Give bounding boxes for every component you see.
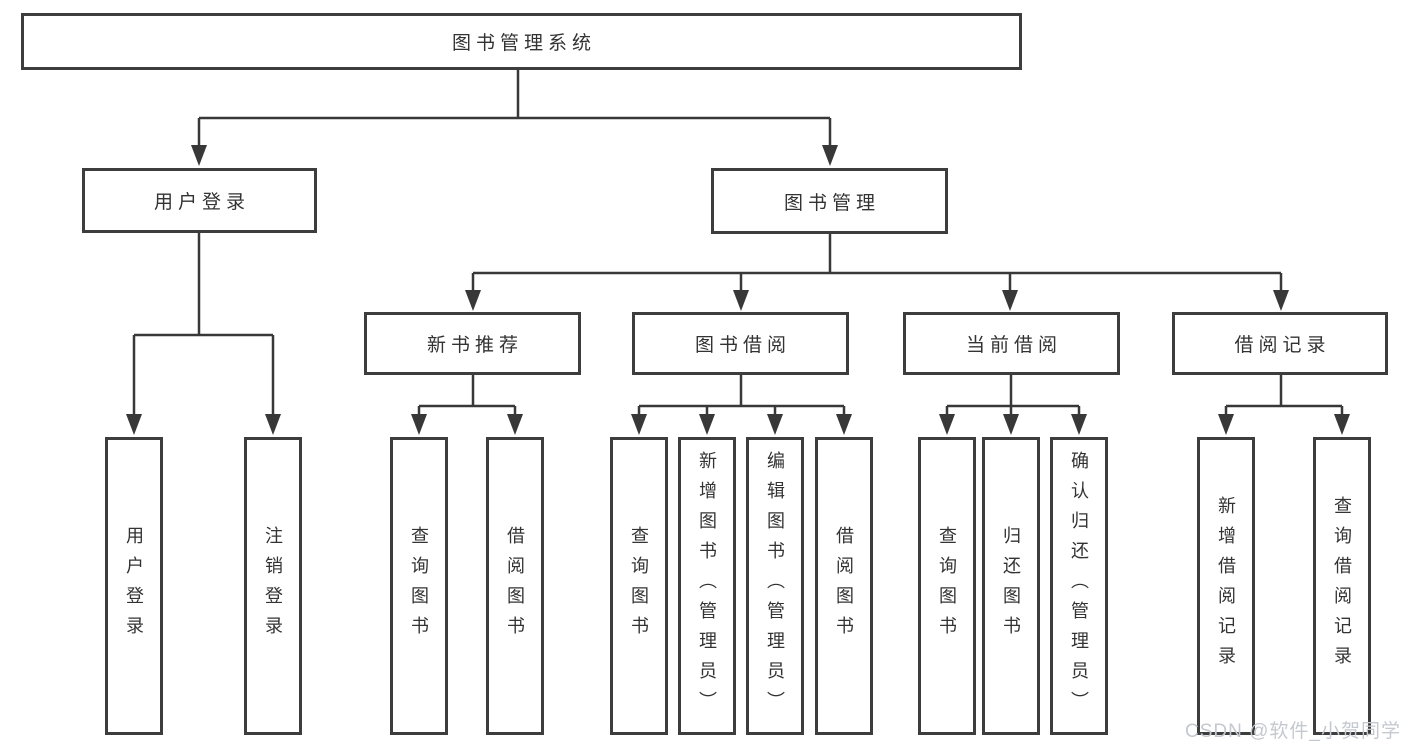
csdn-watermark: CSDN @软件_小贺同学 (1185, 721, 1401, 742)
leaf-query-book-borrow: 查询图书 (610, 437, 668, 735)
node-label: 确认归还（管理员） (1069, 451, 1089, 721)
arrow-down-icon (822, 145, 838, 166)
node-label: 查询图书 (629, 526, 649, 646)
node-label: 新书推荐 (426, 335, 523, 356)
leaf-borrow-book-recommend: 借阅图书 (486, 437, 544, 735)
arrow-down-icon (631, 414, 647, 435)
node-label: 归还图书 (1001, 526, 1021, 646)
leaf-query-book-recommend: 查询图书 (390, 437, 448, 735)
arrow-down-icon (126, 414, 142, 435)
node-library-system: 图书管理系统 (21, 13, 1022, 70)
node-label: 用户登录 (153, 192, 250, 213)
arrow-down-icon (265, 414, 281, 435)
arrow-down-icon (1218, 414, 1234, 435)
node-label: 注销登录 (263, 526, 283, 646)
arrow-down-icon (1334, 414, 1350, 435)
arrow-down-icon (191, 145, 207, 166)
leaf-return-book: 归还图书 (982, 437, 1040, 735)
node-label: 借阅记录 (1234, 335, 1331, 356)
node-borrow-record: 借阅记录 (1172, 312, 1388, 375)
node-label: 借阅图书 (834, 526, 854, 646)
leaf-query-book-current: 查询图书 (918, 437, 976, 735)
node-label: 当前借阅 (965, 335, 1062, 356)
arrow-down-icon (767, 414, 783, 435)
node-label: 借阅图书 (505, 526, 525, 646)
node-label: 查询借阅记录 (1332, 496, 1352, 676)
leaf-logout: 注销登录 (244, 437, 302, 735)
leaf-query-borrow-record: 查询借阅记录 (1313, 437, 1371, 735)
arrow-down-icon (507, 414, 523, 435)
node-label: 新增图书（管理员） (697, 451, 717, 721)
arrow-down-icon (939, 414, 955, 435)
edge-record-trunk (1224, 375, 1344, 415)
arrow-down-icon (411, 414, 427, 435)
arrow-down-icon (836, 414, 852, 435)
edge-mgmt-trunk (471, 234, 1283, 291)
node-user-login: 用户登录 (82, 168, 317, 233)
arrow-down-icon (1003, 414, 1019, 435)
arrow-down-icon (733, 290, 749, 311)
node-current-borrow: 当前借阅 (903, 312, 1120, 375)
edge-current-trunk (945, 375, 1081, 415)
edge-login-trunk (132, 233, 275, 415)
node-label: 新增借阅记录 (1216, 496, 1236, 676)
node-label: 图书管理系统 (451, 33, 596, 54)
leaf-user-login: 用户登录 (105, 437, 163, 735)
leaf-add-borrow-record: 新增借阅记录 (1197, 437, 1255, 735)
node-label: 用户登录 (124, 526, 144, 646)
edge-borrow-trunk (637, 375, 846, 415)
node-book-borrow: 图书借阅 (632, 312, 849, 375)
edge-root-trunk (197, 70, 832, 147)
node-label: 编辑图书（管理员） (765, 451, 785, 721)
arrow-down-icon (465, 290, 481, 311)
arrow-down-icon (1273, 290, 1289, 311)
node-label: 图书借阅 (694, 335, 791, 356)
leaf-edit-book-admin: 编辑图书（管理员） (746, 437, 804, 735)
arrow-down-icon (699, 414, 715, 435)
node-label: 查询图书 (937, 526, 957, 646)
leaf-confirm-return-admin: 确认归还（管理员） (1050, 437, 1108, 735)
node-new-book-recommend: 新书推荐 (364, 312, 581, 375)
leaf-add-book-admin: 新增图书（管理员） (678, 437, 736, 735)
node-book-management: 图书管理 (711, 168, 948, 234)
arrow-down-icon (1002, 290, 1018, 311)
edge-newbook-trunk (417, 375, 517, 415)
leaf-borrow-book: 借阅图书 (815, 437, 873, 735)
node-label: 图书管理 (783, 192, 880, 214)
arrow-down-icon (1071, 414, 1087, 435)
arrowheads (126, 145, 1350, 435)
node-label: 查询图书 (409, 526, 429, 646)
